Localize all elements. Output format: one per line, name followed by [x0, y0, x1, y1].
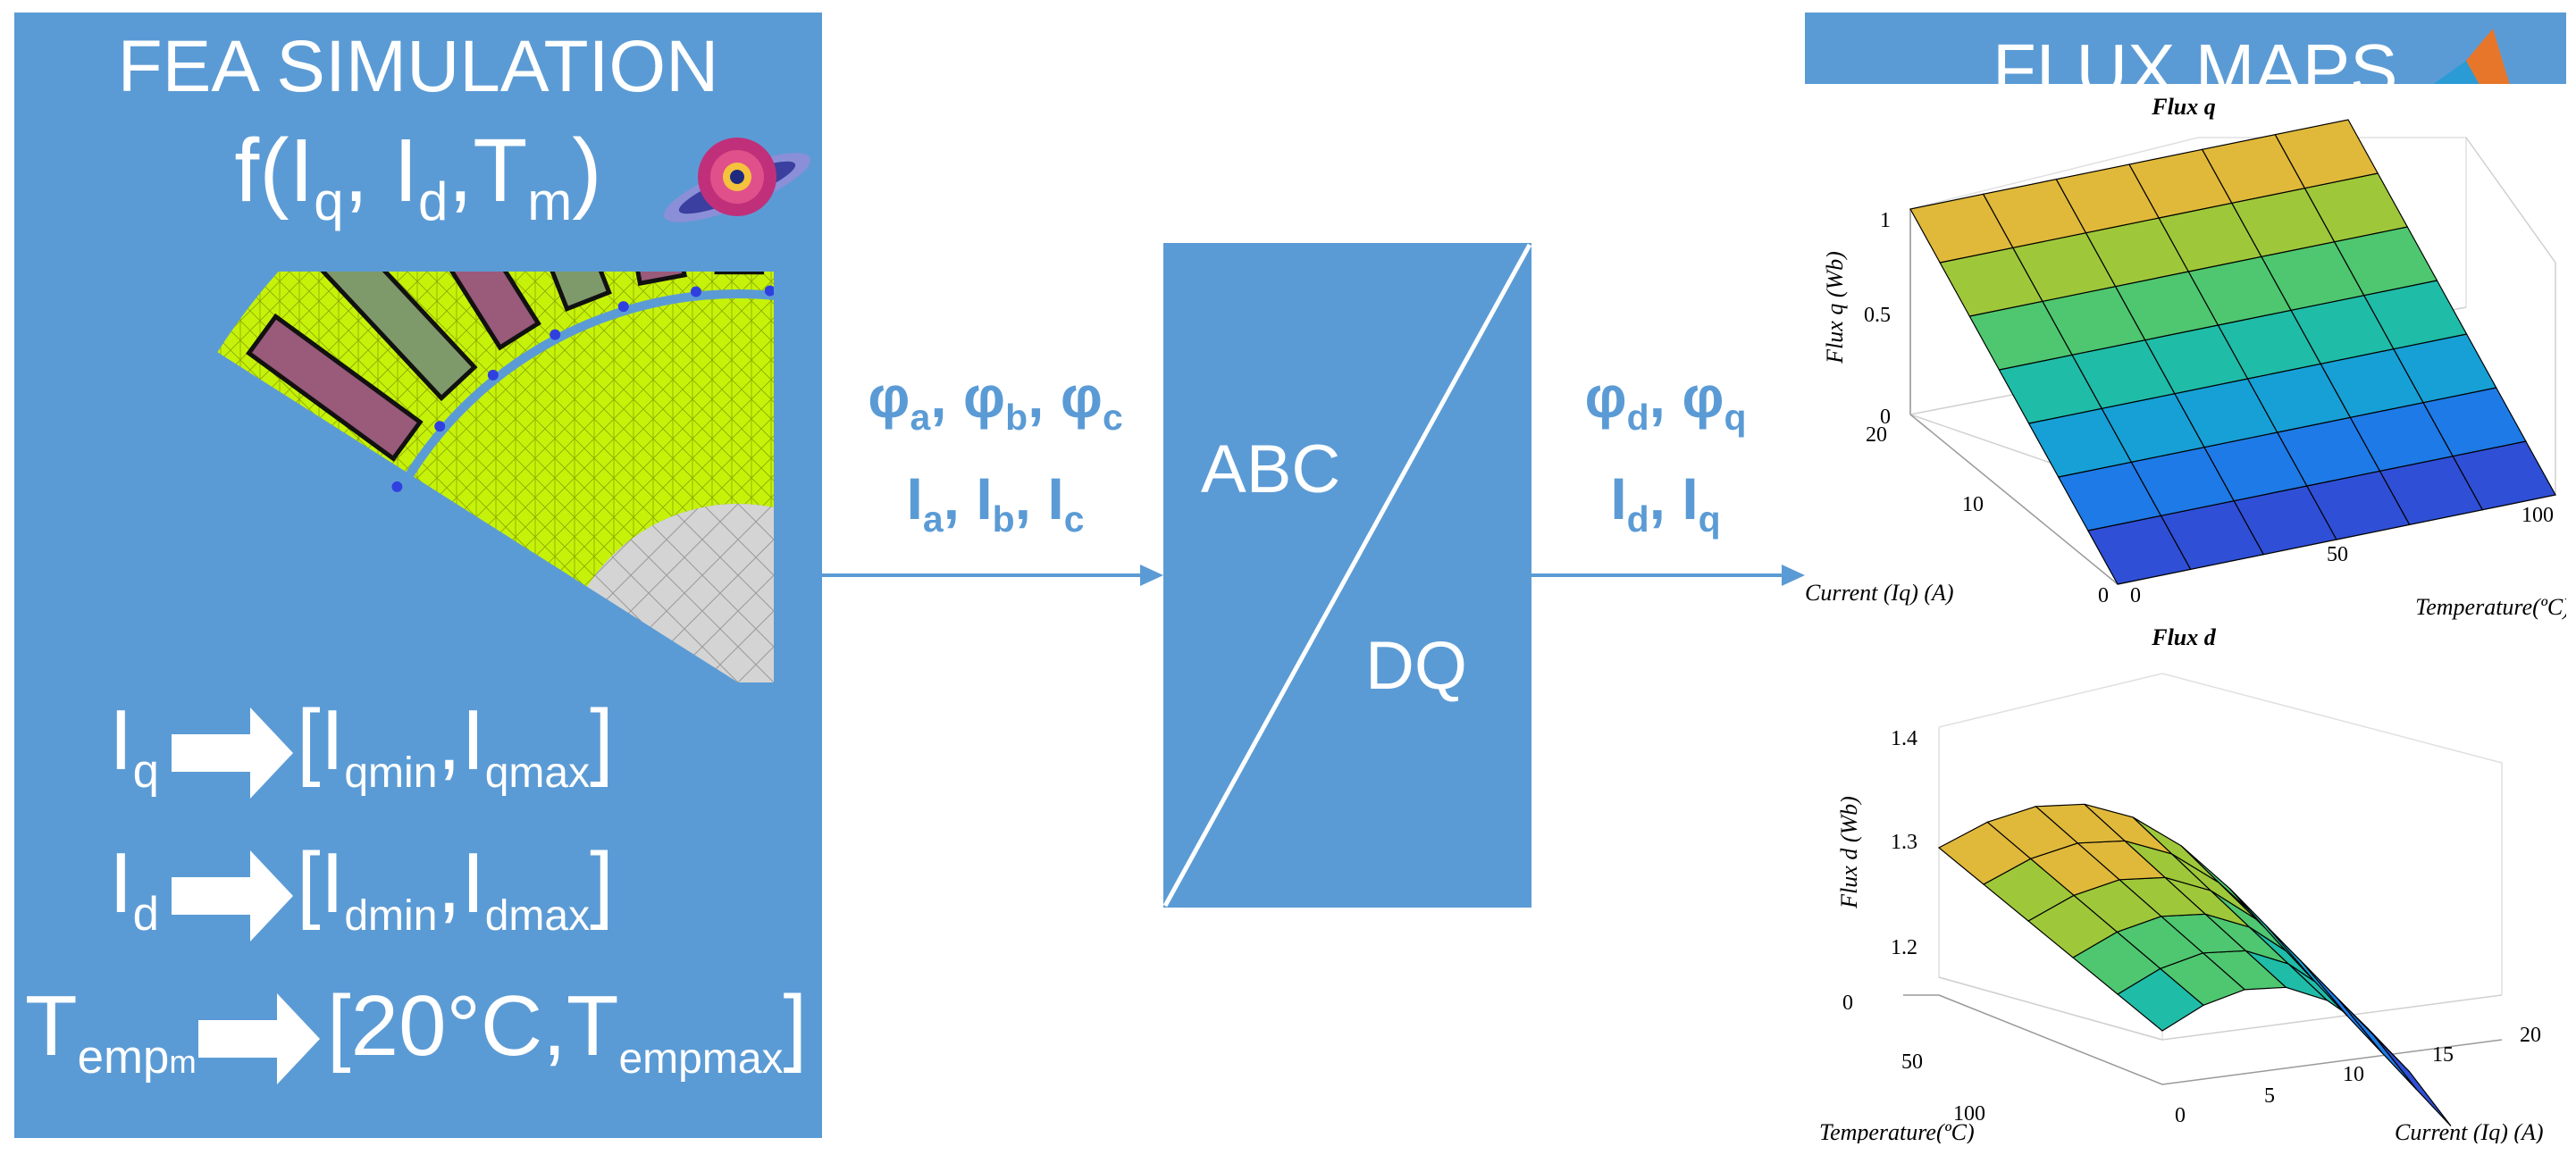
right-arrow-icon: [172, 850, 293, 942]
range-variable: Iq: [109, 692, 160, 799]
input-current-signals: Ia, Ib, Ic: [906, 465, 1085, 540]
flux-q-ytick-0: 0: [2098, 584, 2109, 607]
flux-q-ztick-0: 0: [1880, 406, 1891, 429]
output-flux-signals: φd, φq: [1584, 364, 1747, 439]
flux-q-xtick-0: 0: [2130, 584, 2141, 607]
stator-slot: [449, 272, 541, 351]
fea-software-logo: [663, 138, 811, 222]
airgap-flux-marker: [434, 421, 446, 432]
flux-d-xtick-1: 5: [2264, 1084, 2275, 1108]
fea-function: f(Iq, Id,Tm): [234, 121, 602, 231]
flux-d-xlabel: Current (Iq) (A): [2395, 1119, 2544, 1143]
flux-q-xtick-1: 50: [2327, 543, 2348, 566]
flux-q-xtick-2: 100: [2521, 504, 2554, 527]
flux-d-ztick-0: 1.2: [1891, 936, 1917, 959]
flux-d-ytick-2: 100: [1953, 1102, 1985, 1126]
flux-d-surface-patch: [2229, 888, 2314, 980]
airgap-flux-marker: [617, 301, 629, 313]
range-row: Tempm [20°C,Tempmax]: [14, 977, 822, 1093]
stator-slot: [320, 272, 478, 402]
flux-q-surface-patch: [2274, 119, 2379, 189]
dq-label: DQ: [1365, 628, 1467, 704]
range-bounds: [20°C,Tempmax]: [327, 978, 808, 1084]
airgap-flux-marker: [391, 481, 403, 492]
fea-simulation-panel: FEA SIMULATION f(Iq, Id,Tm) Iq: [14, 13, 822, 1138]
airgap-flux-marker: [764, 285, 774, 297]
flux-q-ztick-2: 1: [1880, 209, 1891, 232]
flux-d-ylabel: Temperature(ºC): [1819, 1119, 1975, 1143]
flux-d-ztick-2: 1.4: [1891, 727, 1917, 750]
range-bounds: [Idmin,Idmax]: [297, 835, 614, 941]
flux-q-xlabel: Temperature(ºC): [2415, 594, 2566, 620]
range-variable: Id: [109, 835, 160, 942]
input-flux-signals: φa, φb, φc: [868, 364, 1123, 439]
input-arrowhead: [1140, 565, 1163, 586]
abc-label: ABC: [1201, 431, 1341, 507]
stator-slot: [246, 313, 424, 462]
flux-d-ytick-1: 50: [1901, 1050, 1923, 1074]
range-row: Iq [Iqmin,Iqmax]: [14, 691, 822, 808]
flux-d-title: Flux d: [2151, 624, 2217, 650]
range-bounds: [Iqmin,Iqmax]: [297, 692, 614, 798]
flux-d-ztick-1: 1.3: [1891, 831, 1917, 854]
flux-d-xtick-4: 20: [2520, 1024, 2541, 1047]
range-variable: Tempm: [25, 978, 197, 1084]
airgap-flux-marker: [550, 329, 561, 340]
flux-q-zlabel: Flux q (Wb): [1822, 251, 1848, 364]
flux-q-ztick-1: 0.5: [1864, 304, 1891, 327]
flux-q-ytick-1: 10: [1962, 493, 1984, 516]
right-arrow-icon: [172, 707, 293, 799]
flux-q-ylabel: Current (Iq) (A): [1805, 580, 1954, 606]
fea-title: FEA SIMULATION: [117, 26, 719, 107]
flux-d-plot: Flux d Flux d (Wb) 1.2 1.3 1.4 0 50 100 …: [1805, 620, 2566, 1143]
output-arrowhead: [1782, 565, 1805, 586]
range-row: Id [Idmin,Idmax]: [14, 834, 822, 950]
converter-diagonal: [1163, 243, 1531, 908]
airgap-flux-marker: [690, 286, 701, 297]
flux-d-xtick-0: 0: [2175, 1104, 2186, 1127]
right-arrow-icon: [198, 993, 320, 1084]
flux-maps-panel: FLUX MAPS Flux q Flux q (Wb) 0 0.5 1 0 1…: [1805, 13, 2566, 1143]
flux-d-zlabel: Flux d (Wb): [1836, 796, 1862, 909]
stator-slot: [550, 272, 612, 312]
flux-q-title: Flux q: [2151, 94, 2216, 120]
flux-q-plot: Flux q Flux q (Wb) 0 0.5 1 0 10 20 0 50 …: [1805, 84, 2566, 620]
flux-d-xtick-2: 10: [2343, 1063, 2364, 1086]
fea-mesh-image: [217, 272, 774, 682]
abc-dq-converter-block: ABC DQ: [1163, 243, 1531, 908]
flux-d-xtick-3: 15: [2432, 1043, 2454, 1067]
stator-slot: [635, 272, 687, 287]
airgap-flux-marker: [487, 369, 499, 381]
flux-d-ytick-0: 0: [1842, 992, 1853, 1015]
output-current-signals: Id, Iq: [1610, 465, 1721, 540]
flux-q-ytick-2: 20: [1866, 423, 1887, 447]
